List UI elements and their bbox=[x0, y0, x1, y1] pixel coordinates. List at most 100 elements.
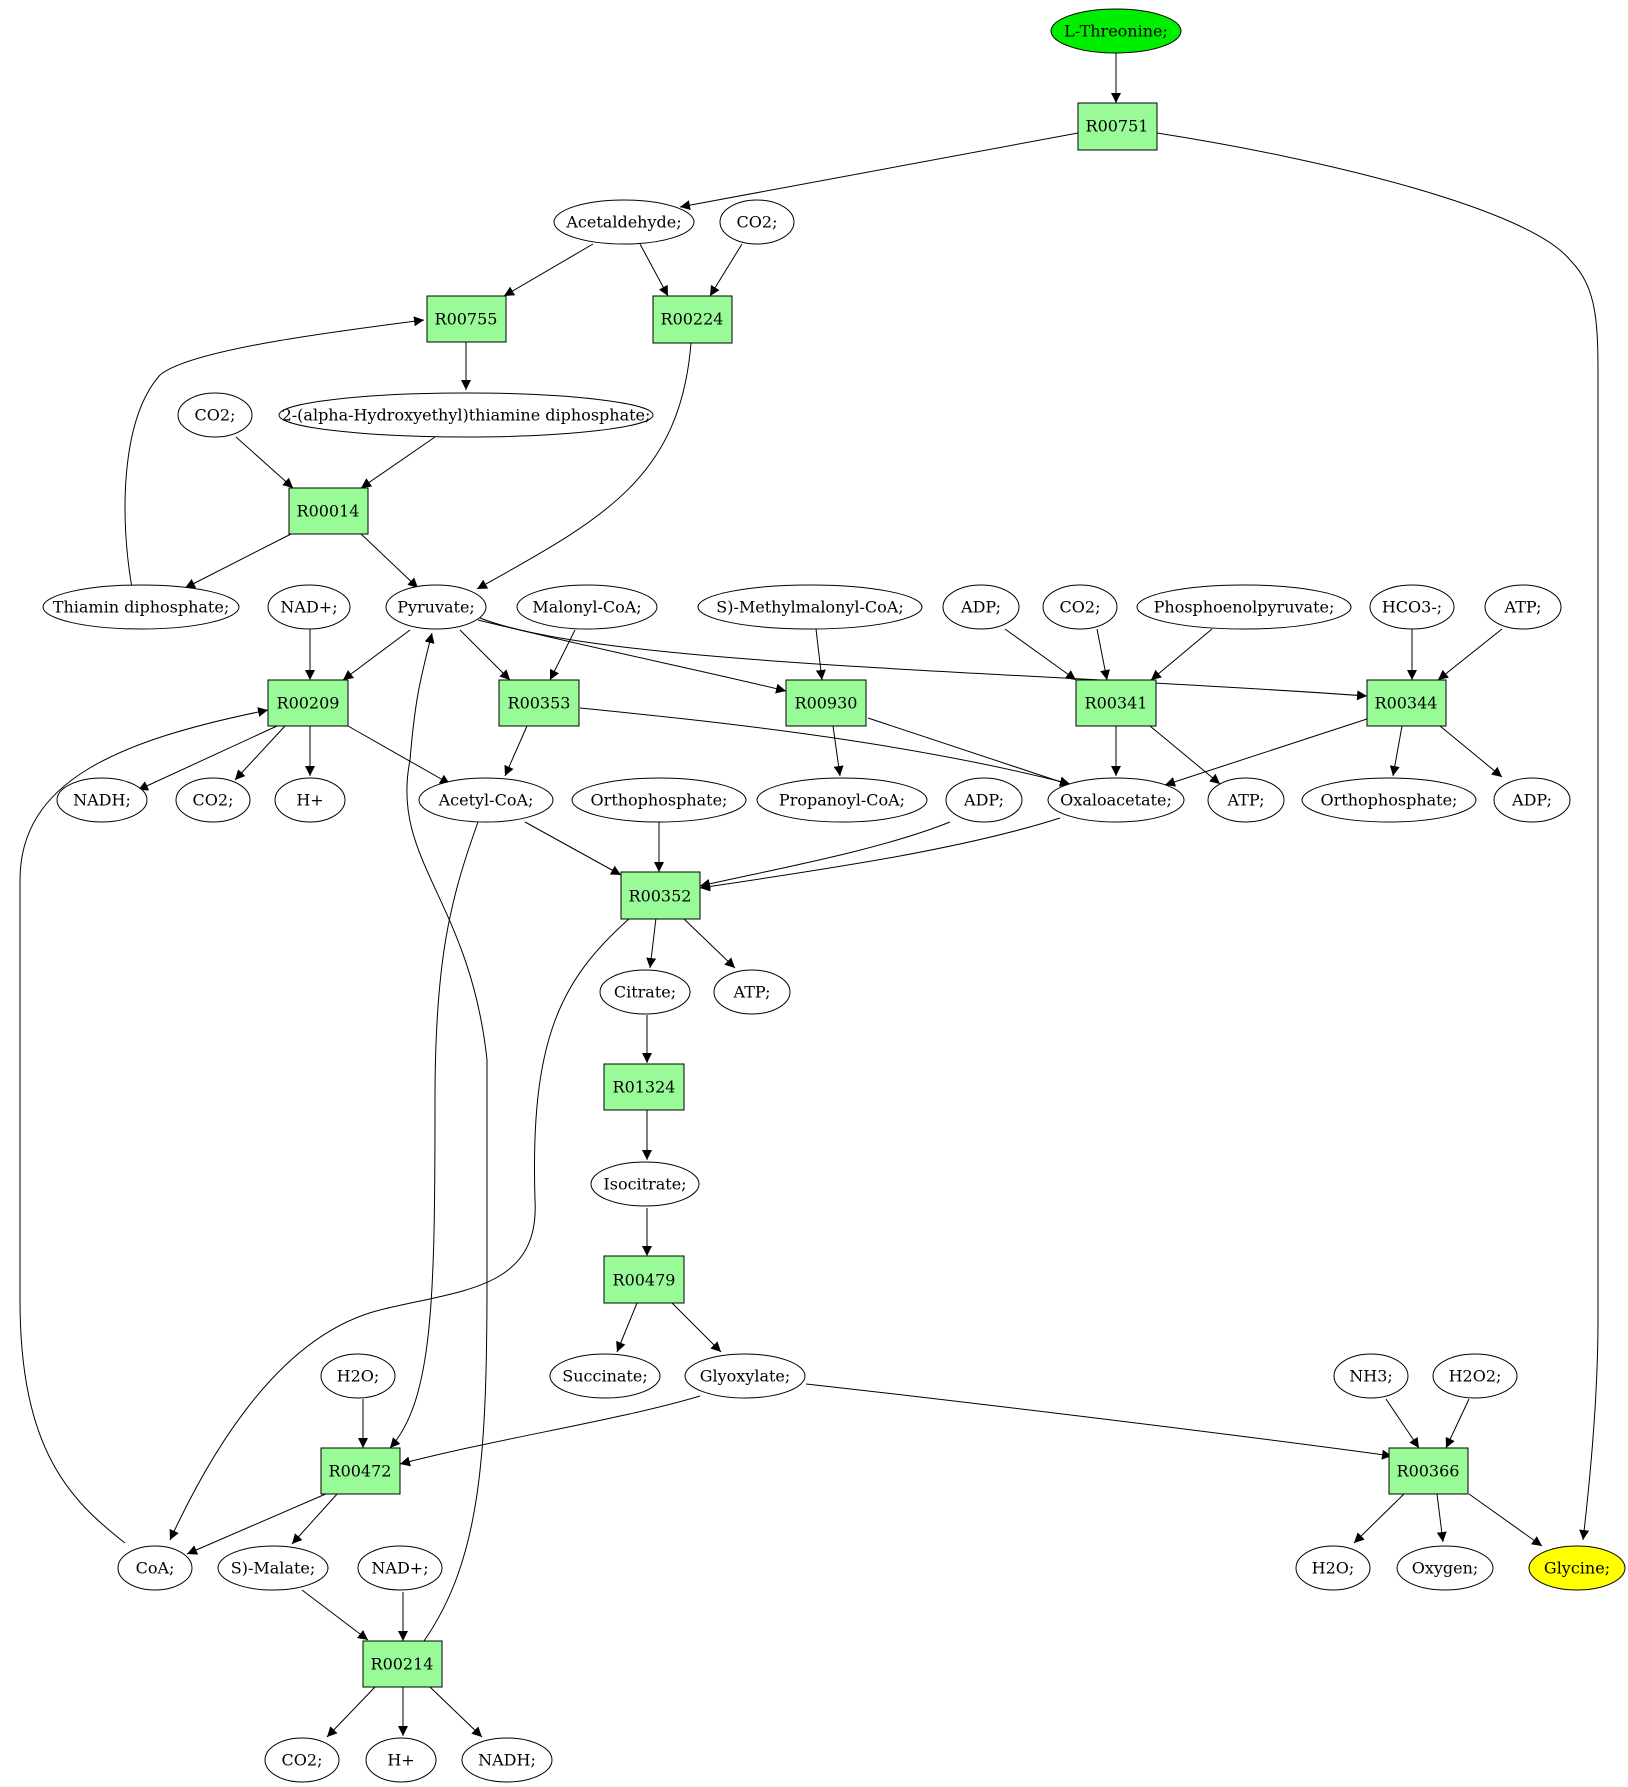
metabolite-s-methylmalonyl-coa[interactable]: S)-Methylmalonyl-CoA; bbox=[697, 584, 923, 630]
edge-r00014-thiamin bbox=[184, 532, 294, 589]
metabolite-label: Acetaldehyde; bbox=[565, 213, 681, 232]
metabolite-hydroxyethyl-thiamine-diphosphate[interactable]: 2-(alpha-Hydroxyethyl)thiamine diphospha… bbox=[278, 392, 654, 438]
edge-r00344-oxaloacetate bbox=[1164, 717, 1371, 787]
metabolite-nadh[interactable]: NADH; bbox=[56, 777, 148, 823]
metabolite-s-malate[interactable]: S)-Malate; bbox=[217, 1545, 329, 1591]
edge-r00214-pyruvate bbox=[406, 632, 488, 1642]
edge-r00472-coa bbox=[186, 1492, 329, 1555]
metabolite-orthophosphate[interactable]: Orthophosphate; bbox=[571, 777, 747, 823]
metabolite-acetaldehyde[interactable]: Acetaldehyde; bbox=[553, 199, 695, 245]
edge-methylmalonyl-r00930 bbox=[815, 628, 826, 681]
metabolite-glyoxylate[interactable]: Glyoxylate; bbox=[684, 1353, 806, 1399]
metabolite-succinate[interactable]: Succinate; bbox=[549, 1353, 661, 1399]
metabolite-phosphoenolpyruvate[interactable]: Phosphoenolpyruvate; bbox=[1136, 584, 1352, 630]
metabolite-oxaloacetate[interactable]: Oxaloacetate; bbox=[1047, 777, 1185, 823]
metabolite-label: H2O; bbox=[1312, 1559, 1355, 1578]
metabolite-thiamin-diphosphate[interactable]: Thiamin diphosphate; bbox=[42, 584, 240, 630]
metabolite-label: H2O; bbox=[337, 1367, 380, 1386]
edge-r00341-atp bbox=[1149, 725, 1221, 785]
edge-r00352-citrate bbox=[646, 917, 657, 969]
reaction-r00352[interactable]: R00352 bbox=[620, 871, 701, 920]
metabolite-atp[interactable]: ATP; bbox=[713, 969, 791, 1015]
metabolite-pyruvate[interactable]: Pyruvate; bbox=[385, 584, 487, 630]
metabolite-nad-plus[interactable]: NAD+; bbox=[357, 1545, 443, 1591]
edge-pyruvate-r00209 bbox=[342, 629, 411, 681]
edge-r00214-nadh bbox=[429, 1686, 483, 1738]
reaction-r00751[interactable]: R00751 bbox=[1077, 102, 1158, 151]
edge-r00209-nadh bbox=[137, 725, 278, 791]
edge-r00472-smalate bbox=[291, 1492, 339, 1545]
metabolite-label: CO2; bbox=[193, 791, 234, 810]
reaction-label: R00014 bbox=[297, 502, 360, 521]
metabolite-label: L-Threonine; bbox=[1064, 22, 1168, 41]
metabolite-label: Succinate; bbox=[562, 1367, 647, 1386]
reaction-label: R00344 bbox=[1375, 694, 1438, 713]
reaction-r00366[interactable]: R00366 bbox=[1388, 1447, 1469, 1495]
metabolite-label: ATP; bbox=[733, 983, 771, 1002]
metabolite-isocitrate[interactable]: Isocitrate; bbox=[590, 1161, 700, 1207]
metabolite-h2o[interactable]: H2O; bbox=[1295, 1545, 1371, 1591]
reaction-r00472[interactable]: R00472 bbox=[320, 1447, 401, 1495]
metabolite-label: NADH; bbox=[73, 791, 131, 810]
edge-r00479-glyoxylate bbox=[671, 1302, 722, 1353]
edge-r00353-acetylcoa bbox=[504, 725, 528, 777]
edge-h2o2-r00366 bbox=[1445, 1398, 1470, 1449]
reaction-r00930[interactable]: R00930 bbox=[785, 679, 867, 727]
metabolite-label: ADP; bbox=[963, 791, 1004, 810]
metabolite-h2o2[interactable]: H2O2; bbox=[1432, 1353, 1518, 1399]
metabolite-co2[interactable]: CO2; bbox=[264, 1737, 340, 1783]
reaction-r00341[interactable]: R00341 bbox=[1075, 679, 1157, 727]
metabolite-citrate[interactable]: Citrate; bbox=[599, 969, 691, 1015]
metabolite-adp[interactable]: ADP; bbox=[945, 777, 1023, 823]
edge-hydroxyethyltdp-r00014 bbox=[360, 436, 436, 489]
metabolite-label: Glyoxylate; bbox=[700, 1367, 791, 1386]
metabolite-h-plus[interactable]: H+ bbox=[365, 1737, 437, 1783]
edge-pep-r00341 bbox=[1150, 628, 1213, 681]
reaction-r00479[interactable]: R00479 bbox=[603, 1255, 685, 1304]
reaction-r00014[interactable]: R00014 bbox=[288, 487, 369, 535]
metabolite-orthophosphate[interactable]: Orthophosphate; bbox=[1301, 777, 1477, 823]
metabolite-h2o[interactable]: H2O; bbox=[320, 1353, 396, 1399]
metabolite-hco3[interactable]: HCO3-; bbox=[1369, 584, 1455, 630]
metabolite-adp[interactable]: ADP; bbox=[942, 584, 1020, 630]
metabolite-label: H2O2; bbox=[1449, 1367, 1502, 1386]
edge-co2-r00014 bbox=[235, 436, 294, 489]
metabolite-co2[interactable]: CO2; bbox=[1042, 584, 1118, 630]
edge-r00352-atp bbox=[682, 917, 736, 969]
metabolite-atp[interactable]: ATP; bbox=[1207, 777, 1285, 823]
metabolite-nadh[interactable]: NADH; bbox=[461, 1737, 553, 1783]
metabolite-label: H+ bbox=[296, 791, 323, 810]
metabolite-label: Citrate; bbox=[614, 983, 676, 1002]
reaction-r00209[interactable]: R00209 bbox=[267, 679, 349, 727]
reaction-r01324[interactable]: R01324 bbox=[603, 1063, 685, 1111]
metabolite-label: CoA; bbox=[136, 1559, 175, 1578]
metabolite-coa[interactable]: CoA; bbox=[117, 1545, 193, 1591]
metabolite-co2[interactable]: CO2; bbox=[177, 392, 253, 438]
metabolite-atp[interactable]: ATP; bbox=[1484, 584, 1562, 630]
metabolite-acetyl-coa[interactable]: Acetyl-CoA; bbox=[418, 777, 554, 823]
reaction-label: R00224 bbox=[661, 310, 724, 329]
metabolite-glycine[interactable]: Glycine; bbox=[1528, 1545, 1626, 1591]
metabolite-l-threonine[interactable]: L-Threonine; bbox=[1050, 8, 1182, 54]
edge-r00930-oxaloacetate bbox=[867, 717, 1071, 787]
reaction-r00224[interactable]: R00224 bbox=[652, 295, 733, 344]
metabolite-malonyl-coa[interactable]: Malonyl-CoA; bbox=[516, 584, 658, 630]
reaction-r00353[interactable]: R00353 bbox=[498, 679, 580, 727]
metabolite-co2[interactable]: CO2; bbox=[719, 199, 795, 245]
reaction-r00214[interactable]: R00214 bbox=[362, 1640, 443, 1688]
edge-atp-r00344 bbox=[1437, 628, 1503, 681]
edges bbox=[19, 53, 1599, 1738]
metabolite-nad-plus[interactable]: NAD+; bbox=[267, 584, 351, 630]
edge-malonyl-r00353 bbox=[549, 629, 576, 681]
metabolite-h-plus[interactable]: H+ bbox=[274, 777, 346, 823]
metabolite-adp[interactable]: ADP; bbox=[1493, 777, 1571, 823]
metabolite-nh3[interactable]: NH3; bbox=[1333, 1353, 1409, 1399]
metabolite-propanoyl-coa[interactable]: Propanoyl-CoA; bbox=[756, 777, 928, 823]
metabolite-label: Orthophosphate; bbox=[1321, 791, 1458, 810]
metabolite-oxygen[interactable]: Oxygen; bbox=[1396, 1545, 1494, 1591]
edge-oxaloacetate-r00352 bbox=[699, 817, 1061, 892]
metabolite-co2[interactable]: CO2; bbox=[175, 777, 251, 823]
edge-r00930-propanoyl bbox=[832, 725, 844, 777]
reaction-r00755[interactable]: R00755 bbox=[426, 295, 507, 343]
reaction-r00344[interactable]: R00344 bbox=[1366, 679, 1447, 727]
